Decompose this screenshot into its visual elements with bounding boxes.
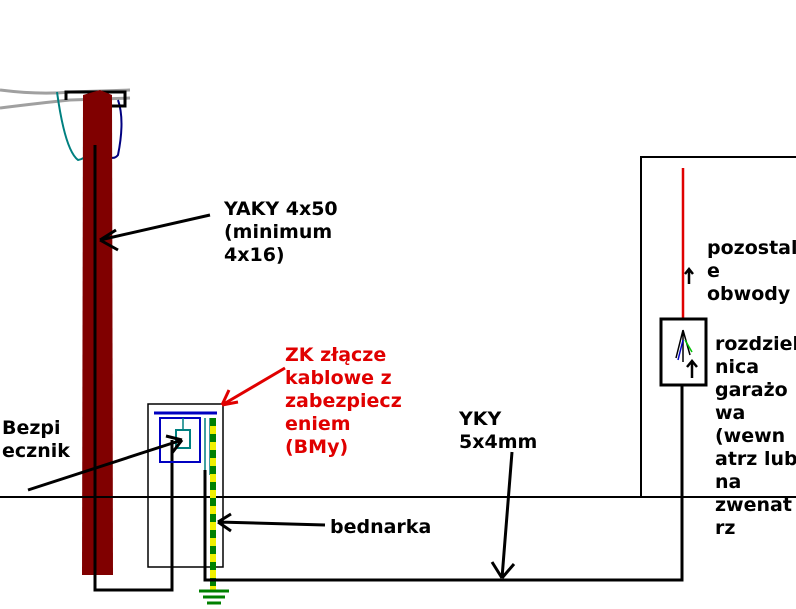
board-wire-green — [684, 339, 693, 353]
distribution-board — [659, 317, 708, 387]
arrow-main-cable — [99, 213, 211, 252]
garage-building — [640, 156, 796, 497]
arrow-yky — [490, 451, 516, 579]
overhead-wire-bottom — [0, 96, 131, 110]
label-connector: ZK złącze kablowe z zabezpiecz eniem (BM… — [285, 344, 402, 458]
label-main-cable: YAKY 4x50 (minimum 4x16) — [224, 198, 338, 266]
pole — [82, 90, 113, 575]
label-flat-bar: bednarka — [330, 516, 432, 538]
main-cable — [93, 145, 174, 592]
label-yky-cable: YKY 5x4mm — [459, 408, 538, 453]
board-arrow — [686, 359, 698, 378]
insulator — [64, 90, 127, 108]
circuits-arrow — [684, 266, 694, 284]
connector-wiring — [182, 418, 211, 475]
connector-box — [147, 403, 224, 568]
label-fuse: Bezpi ecznik — [2, 417, 70, 462]
arrow-connector — [220, 366, 286, 407]
yky-cable — [203, 385, 684, 582]
arrow-flat-bar — [217, 512, 326, 533]
label-other-circuits: pozostal e obwody — [707, 237, 796, 305]
arrow-fuse — [27, 434, 184, 492]
board-wire-blue — [677, 339, 684, 361]
label-distribution-board: rozdziel nica garażo wa (wewn atrz lub n… — [715, 333, 796, 539]
